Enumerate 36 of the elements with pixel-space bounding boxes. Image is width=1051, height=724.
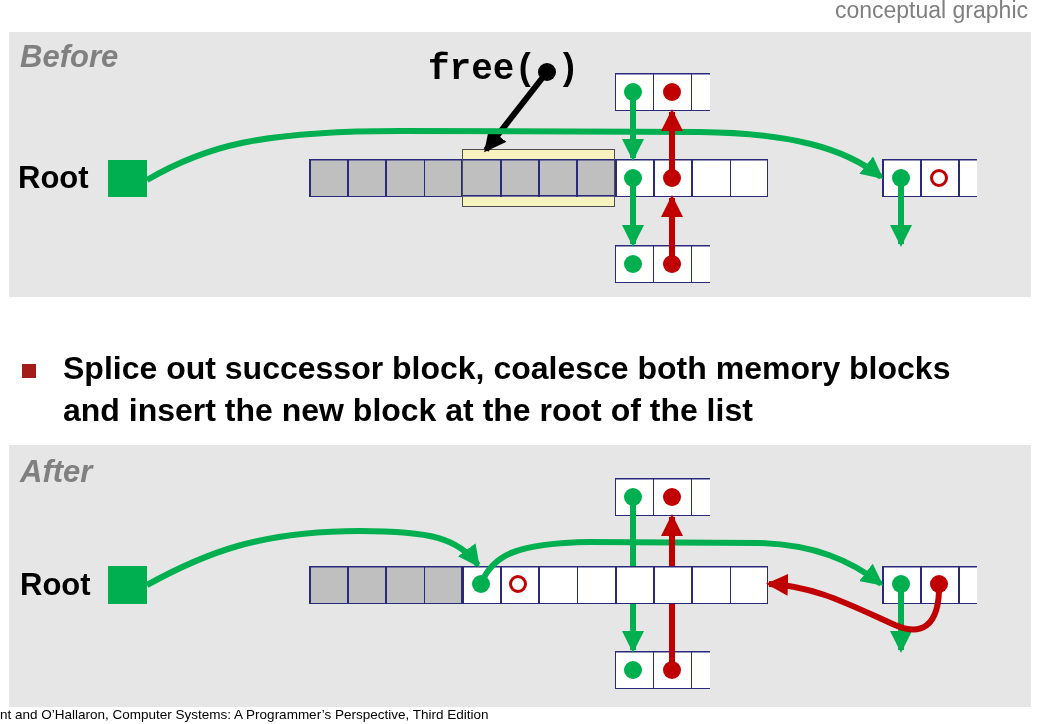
memory-block (882, 159, 977, 197)
arrow (661, 195, 683, 273)
root-square (108, 566, 147, 604)
code-label: free( ) (428, 50, 580, 90)
memory-block (615, 73, 710, 111)
panel-title: Before (20, 38, 119, 76)
arrow (766, 574, 948, 633)
free-block (462, 566, 768, 604)
arrow (661, 514, 683, 566)
arrow (483, 63, 556, 153)
bullet-text: Splice out successor block, coalesce both memory blocks and insert the new block at the root of the list (63, 349, 952, 430)
arrow (145, 128, 884, 183)
arrow (145, 528, 481, 588)
note-text: conceptual graphic (834, 0, 1028, 24)
memory-block (615, 478, 710, 516)
arrow (890, 169, 912, 247)
arrow (622, 83, 644, 161)
arrow (622, 169, 644, 247)
arrow (661, 109, 683, 187)
highlighted-block (462, 149, 615, 207)
allocated-block (309, 566, 462, 604)
connector-line (624, 488, 642, 566)
panel-title: After (20, 453, 93, 491)
arrow (622, 604, 644, 653)
arrow (472, 539, 884, 593)
panel (9, 445, 1031, 707)
connector-line (663, 604, 681, 679)
memory-block (615, 651, 710, 689)
memory-block (615, 245, 710, 283)
arrow (890, 575, 912, 653)
allocated-block (309, 159, 462, 197)
root-square (108, 160, 147, 197)
root-label: Root (20, 566, 91, 604)
citation-text: nt and O’Hallaron, Computer Systems: A Programmer’s Perspective, Third Edition (0, 707, 489, 723)
root-label: Root (18, 159, 89, 197)
panel (9, 32, 1031, 297)
